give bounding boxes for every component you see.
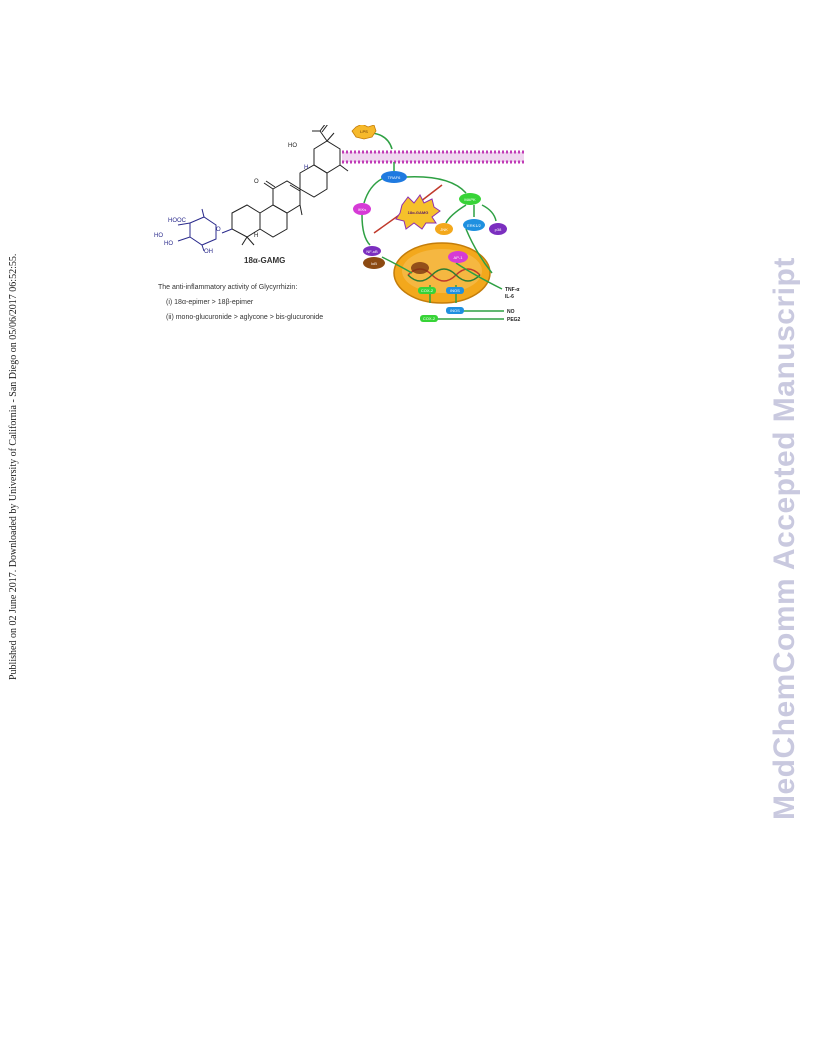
label-oh: OH — [204, 249, 213, 255]
label-ho-top: HO — [288, 143, 297, 149]
traf6-label: TRAF6 — [388, 175, 401, 180]
pathway-diagram — [342, 123, 524, 322]
cox2-gene-node — [418, 287, 436, 294]
ring-c — [272, 180, 301, 214]
output-tnf: TNF-α — [505, 287, 520, 293]
label-ho2: HO — [164, 241, 173, 247]
figure-svg: HO O H O H HOOC HO HO OH O — [154, 117, 524, 323]
label-h1: H — [304, 165, 308, 171]
output-peg2: PEG2 — [507, 317, 521, 323]
inhibitor-node — [395, 194, 441, 230]
p38-label: p38 — [495, 227, 502, 232]
inos-protein-label: iNOS — [450, 308, 460, 313]
inhibitor-label: 18α-GAMG — [408, 210, 429, 215]
jnk-label: JNK — [440, 227, 448, 232]
ap1-label: AP-1 — [454, 255, 464, 260]
lps-node — [351, 123, 377, 140]
output-il6: IL-6 — [505, 294, 514, 300]
sugar-ring — [189, 216, 217, 246]
traf6-node — [381, 171, 407, 183]
label-h2: H — [254, 233, 258, 239]
download-note-text: Published on 02 June 2017. Downloaded by… — [8, 253, 19, 680]
nfkb-label: NF-κB — [366, 249, 378, 254]
label-o-link: O — [216, 227, 221, 233]
label-o-ketone: O — [254, 179, 259, 185]
ikks-label: IKKs — [358, 207, 366, 212]
label-hooc: HOOC — [168, 218, 187, 224]
inos-gene-node — [446, 287, 464, 294]
lps-label: LPS — [360, 129, 368, 134]
label-ho1: HO — [154, 233, 163, 239]
ring-b — [259, 204, 288, 238]
inos-protein-node — [446, 307, 464, 314]
figure-caption: The anti-inflammatory activity of Glycyr… — [158, 280, 323, 325]
graphical-abstract: HO O H O H HOOC HO HO OH O — [150, 117, 530, 335]
mapk-label: MAPK — [464, 197, 476, 202]
ikb-node — [363, 257, 385, 269]
caption-item-2: (ii) mono-glucuronide > aglycone > bis-g… — [166, 314, 324, 321]
nfkb-node — [363, 246, 381, 256]
ring-e — [313, 140, 341, 174]
p38-node — [489, 223, 507, 235]
output-no: NO — [507, 309, 515, 315]
cell-membrane — [342, 152, 524, 162]
cox2-gene-label: COX-2 — [421, 288, 434, 293]
ikb-label: IκB — [371, 261, 377, 266]
ap1-node — [448, 251, 468, 263]
ketone-bond — [263, 182, 274, 190]
download-note: Published on 02 June 2017. Downloaded by… — [8, 20, 24, 680]
cox2-protein-label: COX-2 — [423, 316, 436, 321]
ikks-node — [353, 203, 371, 215]
double-bond — [289, 184, 301, 192]
chemical-structure — [177, 122, 349, 252]
jnk-node — [435, 223, 453, 235]
mapk-node — [459, 193, 481, 205]
watermark-text: MedChemComm Accepted Manuscript — [768, 257, 801, 820]
cox2-protein-node — [420, 315, 438, 322]
erk-label: ERK1/2 — [467, 223, 482, 228]
inos-gene-label: iNOS — [450, 288, 460, 293]
compound-label: 18α-GAMG — [244, 256, 286, 265]
watermark: MedChemComm Accepted Manuscript — [768, 240, 802, 820]
caption-title: The anti-inflammatory activity of Glycyr… — [158, 284, 298, 291]
erk-node — [463, 219, 485, 231]
caption-item-1: (i) 18α-epimer > 18β-epimer — [166, 299, 254, 306]
